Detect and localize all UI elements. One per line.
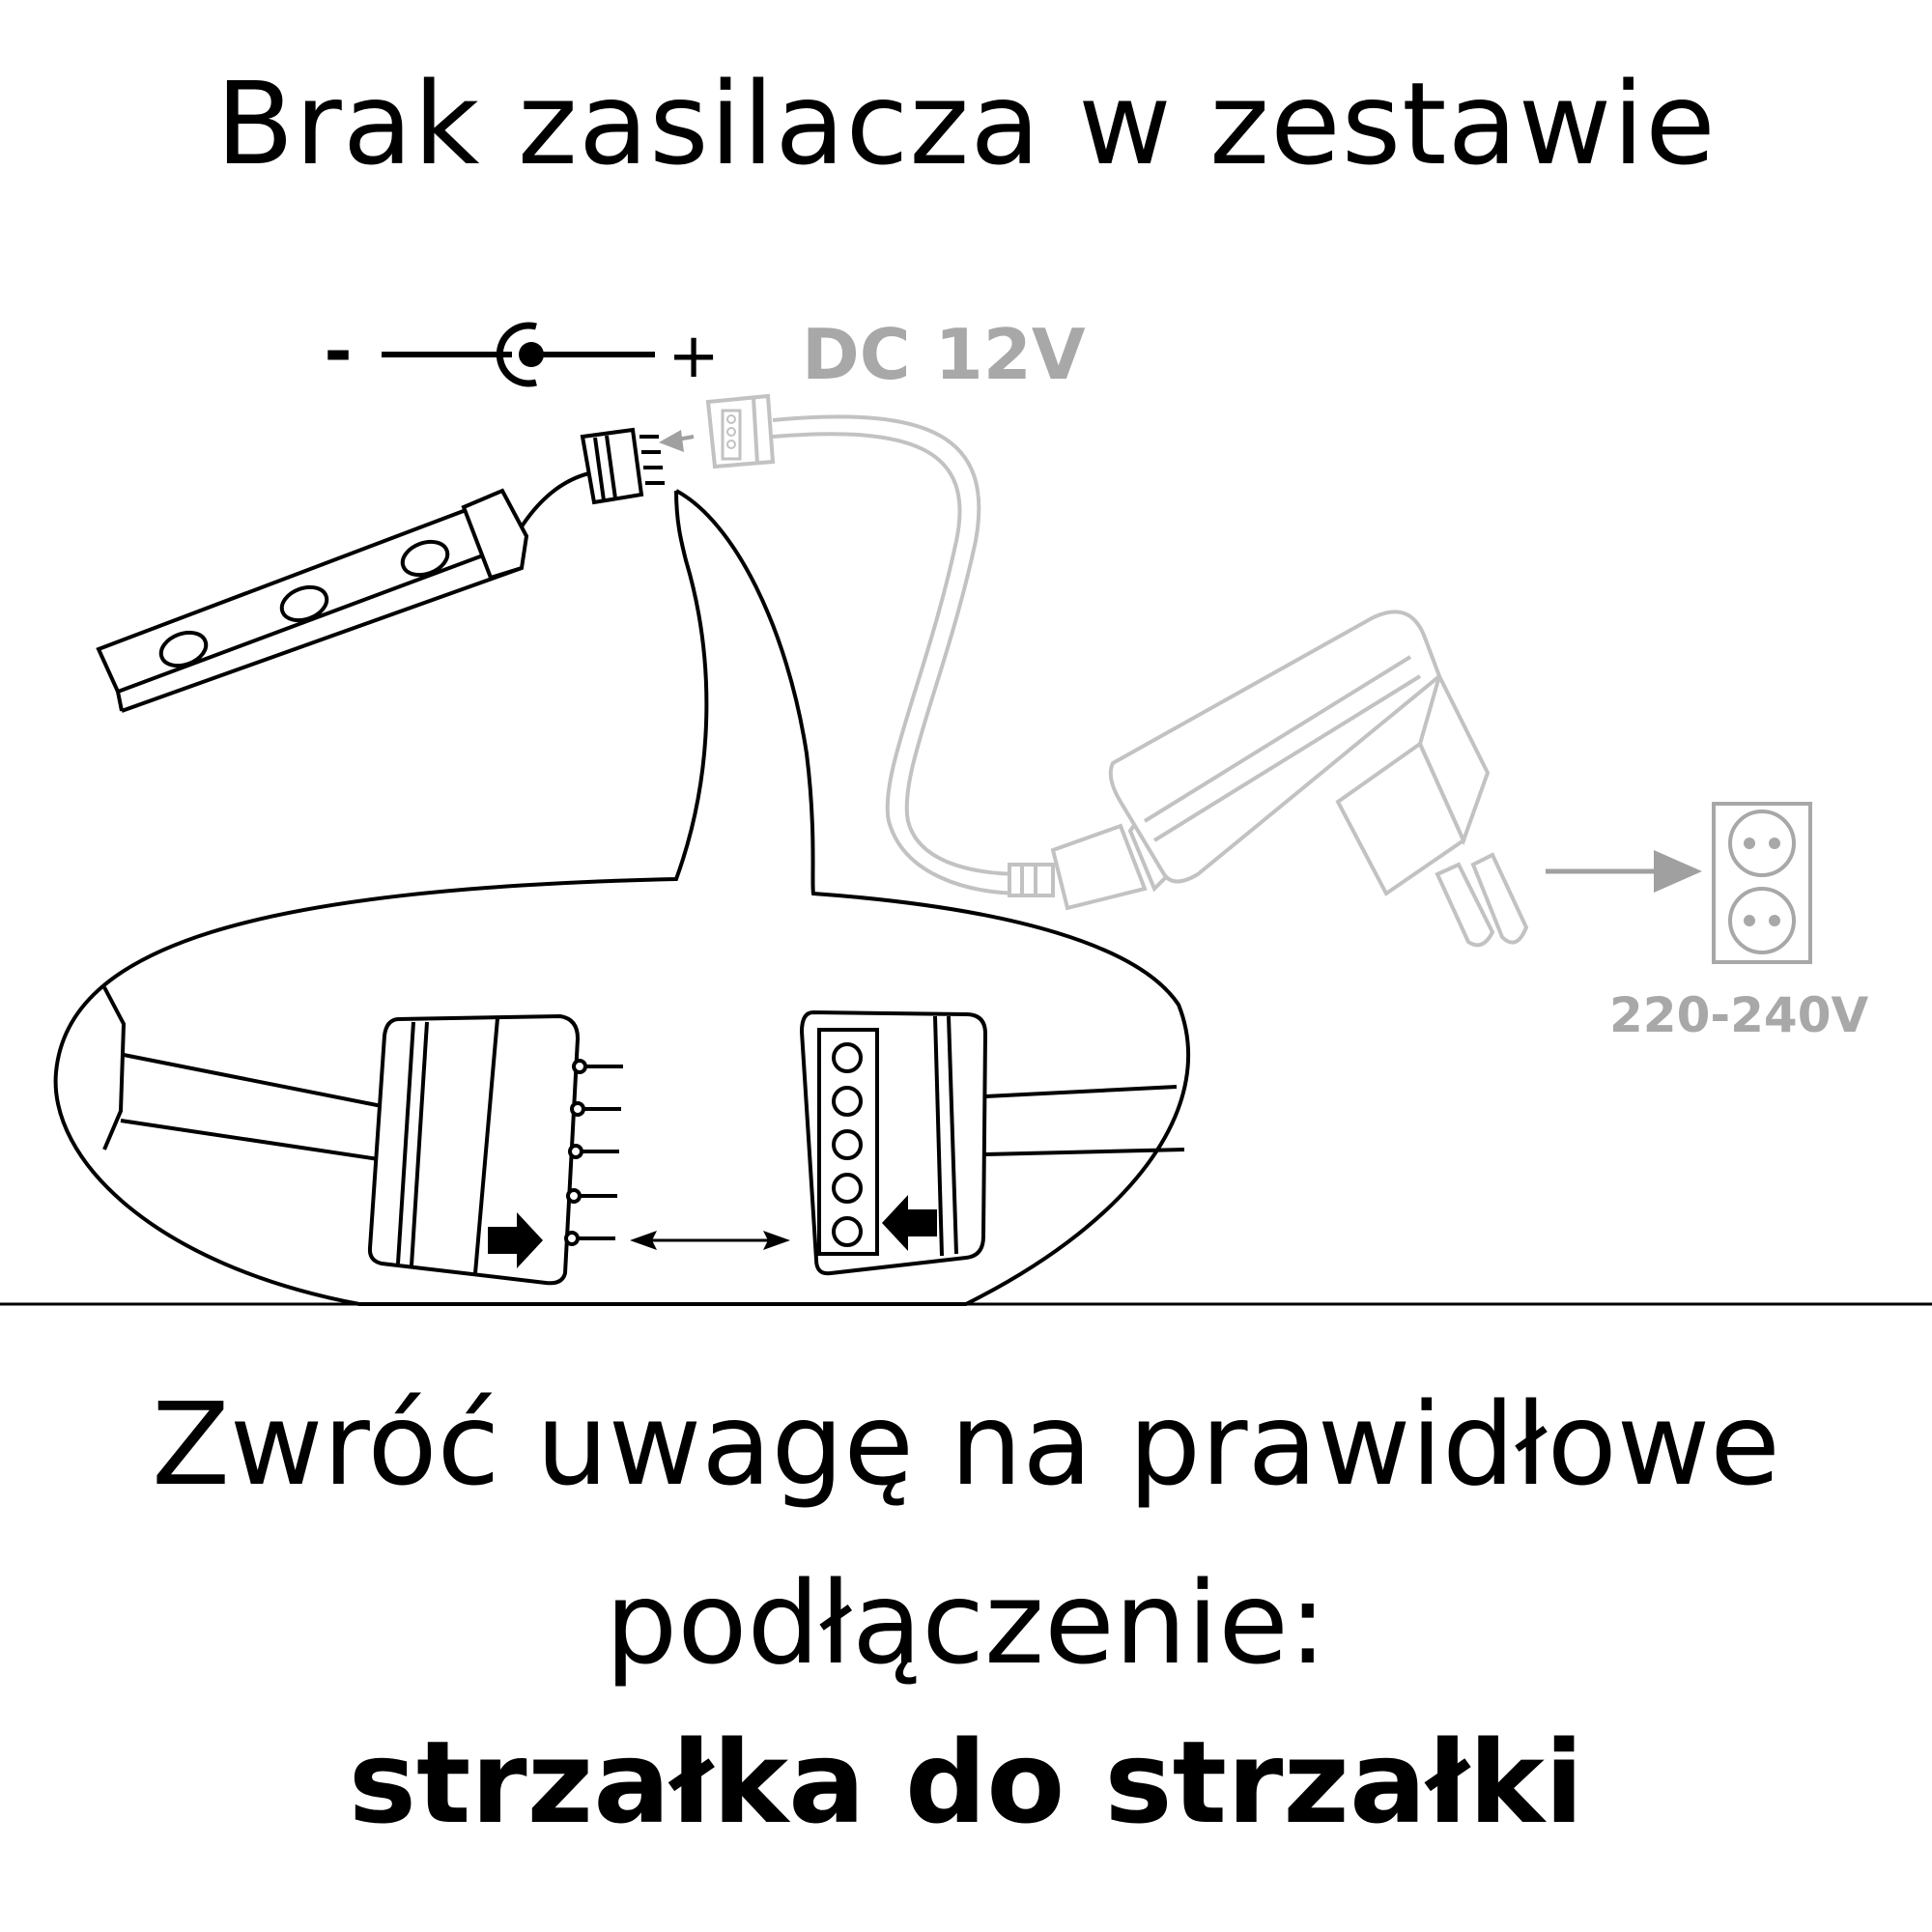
zoom-female-connector: [799, 1009, 988, 1276]
page-title: Brak zasilacza w zestawie: [215, 57, 1717, 190]
pin-hole: [832, 1042, 863, 1073]
double-arrow-icon: [630, 1231, 790, 1250]
connection-diagram: - + DC 12V: [0, 312, 1932, 1306]
pin-hole: [832, 1129, 863, 1160]
zoom-strip: [102, 986, 1185, 1161]
magnifier-callout: [53, 489, 1191, 1306]
led-dot: [279, 584, 329, 623]
arrow-left-icon: [882, 1195, 937, 1251]
zoom-male-connector: [367, 1013, 623, 1286]
pin-hole: [832, 1173, 863, 1204]
polarity-minus-label: -: [324, 312, 352, 391]
instruction-line-2: podłączenie:: [605, 1556, 1327, 1690]
instruction-emphasis: strzałka do strzałki: [348, 1716, 1584, 1849]
barrel-plug-icon: [496, 322, 537, 387]
adapter-cable: [705, 393, 1025, 895]
power-adapter-icon: [1008, 610, 1529, 948]
connect-arrow-icon: [659, 430, 695, 452]
dc-voltage-label: DC 12V: [802, 314, 1086, 395]
strip-connector: [580, 427, 665, 505]
pin-hole: [832, 1216, 863, 1247]
ac-voltage-label: 220-240V: [1609, 987, 1868, 1043]
socket-arrow-icon: [1546, 850, 1702, 893]
led-dot: [400, 539, 450, 578]
polarity-plus-label: +: [668, 321, 720, 392]
instruction-line-1: Zwróć uwagę na prawidłowe: [152, 1378, 1780, 1511]
pin-hole: [832, 1086, 863, 1117]
led-dot: [158, 630, 209, 668]
polarity-symbol: - +: [324, 312, 719, 392]
arrow-right-icon: [488, 1212, 543, 1268]
wall-socket-icon: [1712, 802, 1812, 964]
led-strip: [96, 471, 590, 713]
